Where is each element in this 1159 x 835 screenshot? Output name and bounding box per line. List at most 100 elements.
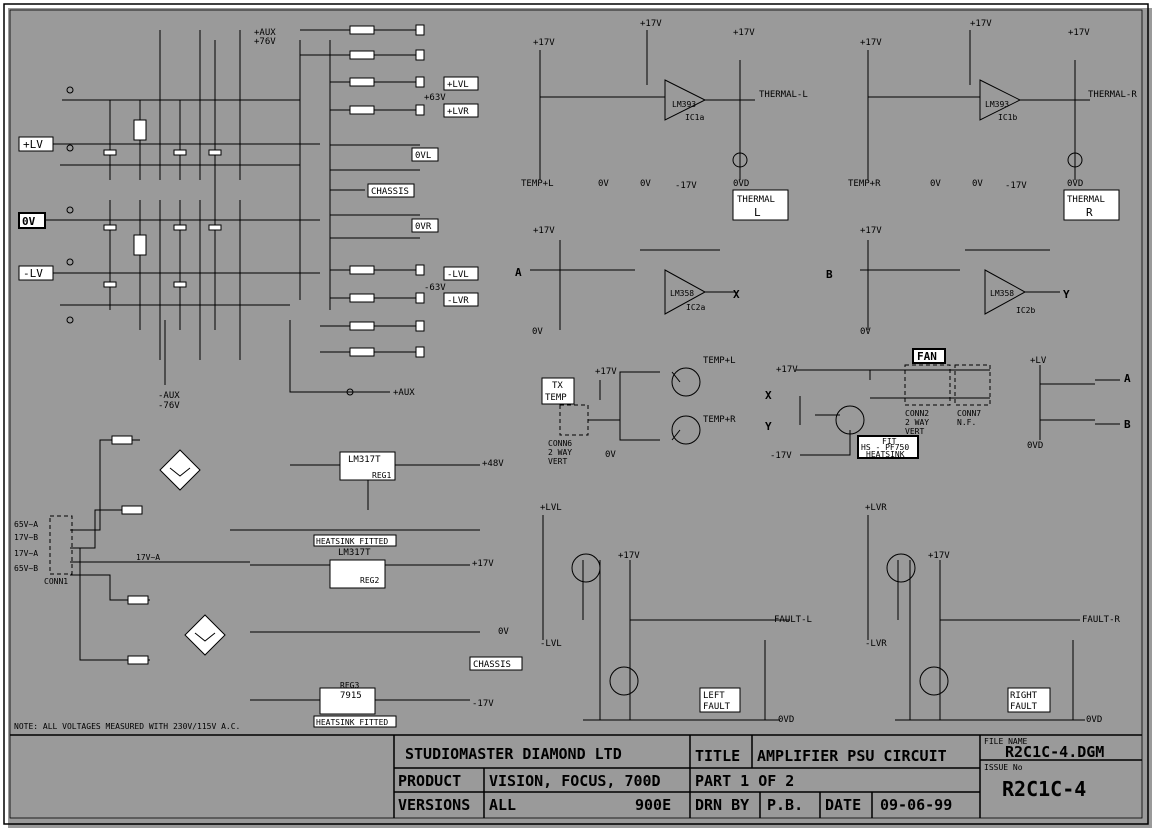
drawn-by-label: DRN BY	[695, 796, 749, 814]
file-name-label: FILE NAME	[984, 737, 1028, 746]
reg3-type: 7915	[340, 691, 362, 701]
m17-fan: -17V	[770, 451, 792, 461]
vl-box	[411, 147, 439, 162]
heatsink2-box	[313, 715, 397, 728]
conn2-name: CONN2	[905, 409, 929, 418]
mlvr-label: -LVR	[447, 296, 469, 306]
conn1-outline	[49, 515, 73, 575]
title-block: STUDIOMASTER DIAMOND LTD TITLE AMPLIFIER…	[10, 734, 1142, 818]
date-value: 09-06-99	[880, 796, 952, 814]
ic1a-type: LM393	[672, 100, 696, 109]
heatsink1-box	[313, 534, 397, 547]
ic1b-type: LM393	[985, 100, 1009, 109]
company-name: STUDIOMASTER DIAMOND LTD	[405, 745, 622, 763]
fit-part: HS - PF750	[861, 443, 909, 452]
ov-thl-2: 0V	[640, 179, 651, 189]
fan-y: Y	[765, 420, 772, 433]
conn6-vert: VERT	[548, 457, 567, 466]
conn7-nf: N.F.	[957, 418, 976, 427]
title-value: AMPLIFIER PSU CIRCUIT	[757, 747, 947, 765]
heatsink2-label: HEATSINK FITTED	[316, 718, 388, 727]
product-value: VISION, FOCUS, 700D	[489, 772, 661, 790]
fit-word: FIT	[882, 437, 897, 446]
plvl-label: +LVL	[447, 80, 469, 90]
versions-label: VERSIONS	[398, 796, 470, 814]
node-a: A	[515, 266, 522, 279]
thermal-l-side: L	[754, 206, 761, 219]
ovd-thr: 0VD	[1067, 179, 1083, 189]
chassis-box-top	[367, 183, 415, 198]
inner-border	[9, 9, 1143, 819]
versions-value: ALL	[489, 796, 516, 814]
heatsink1-label: HEATSINK FITTED	[316, 537, 388, 546]
p17-thr-1: +17V	[860, 38, 882, 48]
ov-thr-1: 0V	[930, 179, 941, 189]
plvr-box	[443, 103, 479, 118]
ov-tx: 0V	[605, 450, 616, 460]
conn1-pin-3: 17V~A	[14, 549, 38, 558]
node-y: Y	[1063, 288, 1070, 301]
rail-0v-label: 0V	[22, 215, 36, 228]
rail-plv-label: +LV	[23, 138, 43, 151]
reg2-type: LM317T	[338, 548, 371, 558]
ov-thr-3: 0V	[860, 327, 871, 337]
p17-tx: +17V	[595, 367, 617, 377]
reg1-type: LM317T	[348, 455, 381, 465]
ovd-fault-r: 0VD	[1086, 715, 1102, 725]
conn6-name: CONN6	[548, 439, 572, 448]
fan-label: FAN	[917, 350, 937, 363]
p17-thr-2: +17V	[970, 19, 992, 29]
reg3-body	[319, 687, 376, 715]
fault-r-label: FAULT-R	[1082, 615, 1121, 625]
conn1-pin-1: 65V~A	[14, 520, 38, 529]
ic1a-label: IC1a	[685, 113, 704, 122]
conn1-pin-2: 17V~B	[14, 533, 38, 542]
v63p-label: +63V	[424, 93, 446, 103]
thermal-r-box	[1063, 189, 1120, 221]
left-fault-word2: FAULT	[703, 702, 731, 712]
temp-fan-section: TX TEMP CONN6 2 WAY VERT +17V TEMP+L TEM…	[541, 348, 1131, 466]
conn2-vert: VERT	[905, 427, 924, 436]
chassis-box-bottom	[469, 656, 523, 671]
p17-fault-r: +17V	[928, 551, 950, 561]
p17-thr-4: +17V	[860, 226, 882, 236]
lvr-fault: +LVR	[865, 503, 887, 513]
node-x: X	[733, 288, 740, 301]
rail-mlv-label: -LV	[23, 267, 43, 280]
m17-reg3-label: -17V	[472, 699, 494, 709]
plvl-box	[443, 76, 479, 91]
conn7-name: CONN7	[957, 409, 981, 418]
ov-thr-2: 0V	[972, 179, 983, 189]
m17-thl: -17V	[675, 181, 697, 191]
conn1-name: CONN1	[44, 577, 68, 586]
temp-r-label: TEMP+R	[848, 179, 881, 189]
thermal-l-box	[732, 189, 789, 221]
vr-box	[411, 218, 439, 233]
product-label: PRODUCT	[398, 772, 461, 790]
conn2-ways: 2 WAY	[905, 418, 929, 427]
thermal-l-out: THERMAL-L	[759, 90, 808, 100]
ov-reg-label: 0V	[498, 627, 509, 637]
left-fault-box	[699, 687, 741, 713]
temp-r-tr2: TEMP+R	[703, 415, 736, 425]
title-label: TITLE	[695, 747, 740, 765]
p48-label: +48V	[482, 459, 504, 469]
main-supply-section: +LV 0V -LV	[14, 24, 523, 731]
mlvr-fault: -LVR	[865, 639, 887, 649]
ic1b-label: IC1b	[998, 113, 1017, 122]
issue-value: R2C1C-4	[1002, 777, 1086, 801]
fit-heatsink: HEATSINK	[866, 450, 905, 459]
p17-reg2-label: +17V	[472, 559, 494, 569]
reg2-body	[329, 559, 386, 589]
sheet-shadow	[8, 8, 1152, 828]
thermal-left-section: +17V +17V +17V +17V -17V LM393 IC1a LM35…	[515, 19, 808, 337]
aux-pos-label: +AUX	[254, 28, 276, 38]
mlvl-label: -LVL	[447, 270, 469, 280]
p17-thl-2: +17V	[640, 19, 662, 29]
note-text: NOTE: ALL VOLTAGES MEASURED WITH 230V/11…	[14, 722, 240, 731]
ic2a-label: IC2a	[686, 303, 705, 312]
reg1-name: REG1	[372, 471, 391, 480]
tx-temp-word: TX	[552, 381, 563, 391]
